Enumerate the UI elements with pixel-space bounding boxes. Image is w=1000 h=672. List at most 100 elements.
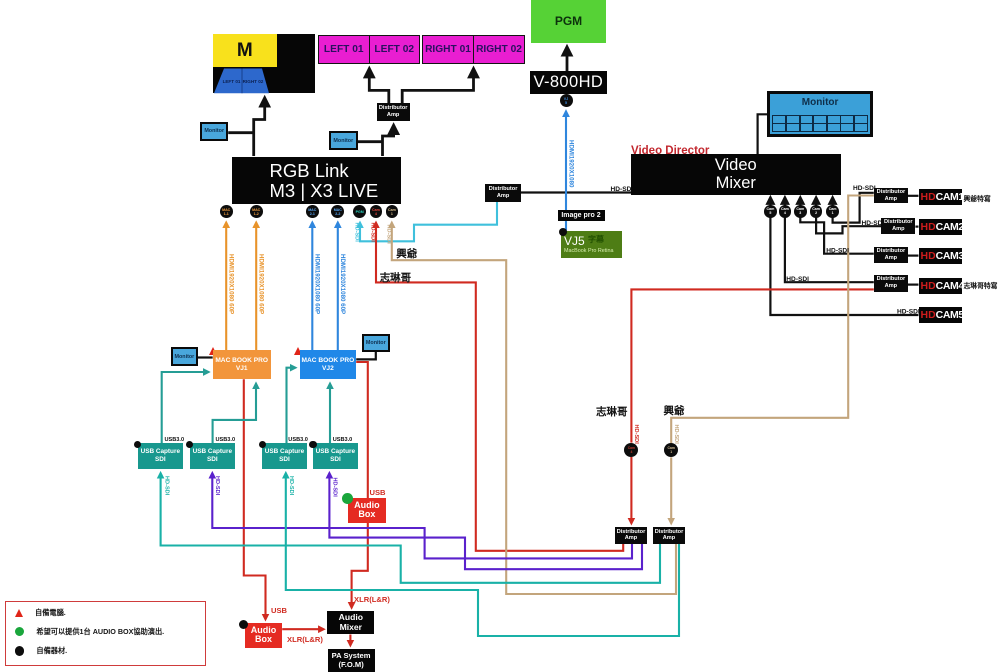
wire-usbcapture2-to-vj1 [211,381,260,444]
hdcam-hd: HD [920,280,936,293]
screen-right-01: RIGHT 01 [423,35,474,63]
usb-capture-line2: SDI [279,456,290,464]
wire-distamp-to-usbcapture2 [208,470,634,560]
vj5-macbook: VJ5 字幕 MacBook Pro Retina [561,230,623,259]
xing-feed-label: 興爺 [396,247,418,260]
hdcam-name: CAM1 [935,190,965,203]
amp-line2: Amp [892,226,905,233]
zhilin-camera-label: 志琳哥 [596,405,628,418]
wire-distamp-to-usbcapture4 [325,470,644,571]
wire-distamp-to-rgb-cam4-port [372,220,625,552]
label-hdmi-mac21: HDMI1920X1080 60P [314,254,321,314]
label-hdsdi-xing: HD-SDI [673,425,679,445]
port-line2: 2 [815,211,818,216]
wire-rgb-to-m-screen [252,94,272,156]
amp-line2: Amp [884,255,898,262]
v800hd-port-vj5: VJ 5 [559,94,573,108]
audio-box-2-dot [239,619,249,629]
label-hdmi-mac22: HDMI1920X1080 60P [339,254,346,314]
port-line1: Cam [372,207,380,212]
label-hdmi-mac11: HDMI1920X1080 60P [228,254,235,314]
hdcam-hd: HD [920,220,936,233]
vj1-line2: VJ1 [235,364,248,372]
usb-capture-2-dot [186,441,194,449]
amp-line1: Distributor [654,528,684,535]
video-mixer: Video Mixer [631,154,841,195]
legend-green-circle-icon [15,626,25,637]
audio-mixer-line1: Audio [338,612,363,623]
label-hdsdi-usb4: HD-SDI [332,478,338,498]
hdcam2: HD CAM2 [918,219,964,235]
wire-cam3-to-mixer [799,216,874,255]
amp-line2: Amp [662,535,676,542]
hdcam5: HD CAM5 [918,307,964,323]
camera-port-line1: Cam [667,446,675,451]
port-line1: MAC [252,207,261,212]
v800hd-port-line2: 5 [565,100,567,105]
usb-capture-3: USB Capture SDI [262,443,307,469]
legend-row-own-equipment: 自備器材. [15,646,67,656]
monitor-vj2-label: Monitor [365,340,386,347]
m-projection-left-label: LEFT 01 [223,79,241,84]
wire-rgb-to-dist-amp [381,122,401,156]
usb-capture-line1: USB Capture [140,447,180,455]
legend-red-triangle-icon [15,608,23,617]
hdcam4-note: 志琳哥特寫 [963,282,998,290]
port-line1: MAC [308,207,317,212]
usb-capture-line2: SDI [154,456,166,464]
audio-box-1: Audio Box [348,498,386,523]
audio-box-1-green-dot [342,493,354,504]
m-projection-right-label: RIGHT 02 [243,79,264,84]
hdcam-hd: HD [920,250,936,263]
port-line2: 1-1 [223,211,229,216]
zhilin-feed-label: 志琳哥 [379,271,412,284]
wire-cam5-to-mixer [769,216,919,317]
label-hdsdi-cam4-port: HD-SDI [370,223,376,243]
monitor-vj1: Monitor [170,347,199,367]
v800hd-label: V-800HD [533,73,604,92]
video-mixer-line2: Mixer [715,174,756,193]
vj5-name: VJ5 [564,234,585,249]
port-line1: MAC [333,207,342,212]
port-line1: Cam [766,207,775,212]
label-hdmi-v800: HDMI1920X1080 [567,140,574,188]
pgm-screen: PGM [531,0,606,43]
camera-port-line2: 1 [670,450,673,455]
label-hdsdi-cam1-port: HD-SDI [385,225,391,245]
usb-capture-line2: SDI [206,456,218,464]
image-pro-label: Image pro 2 [561,212,601,220]
port-line1: PGM [355,209,364,214]
wire-amp-to-right-screens [400,65,480,104]
port-line2: 1 [390,211,393,216]
wire-distamp-to-usbcapture1 [156,470,662,584]
audio-box-line2: Box [254,634,272,645]
wire-amp-to-left-screens [362,65,391,104]
legend-text-own-computer: 自備電腦. [35,607,66,617]
usb3-label-4: USB3.0 [332,437,353,444]
legend-text-audio-box: 希望可以提供1台 AUDIO BOX協助演出. [36,626,165,636]
audio-box-line1: Audio [250,624,277,635]
usb-capture-2: USB Capture SDI [189,443,235,469]
port-line1: Cam [812,207,820,212]
monitor-screens: Monitor [329,131,358,151]
vj2-line2: VJ2 [322,364,334,372]
vj1-macbook: MAC BOOK PRO VJ1 [212,350,271,380]
wire-xing-cam-to-amp1 [670,194,874,444]
amp-line1: Distributor [876,248,906,255]
wire-monitor4-to-vj2 [356,351,377,361]
audio-box-line1: Audio [354,499,380,510]
amp-line2: Amp [884,283,898,290]
port-line2: 3 [799,211,802,216]
label-hdsdi-hdcam5: HD-SDI [897,309,920,316]
hdcam-name: CAM3 [935,250,965,263]
amp-line2: Amp [624,535,638,542]
legend-row-audio-box: 希望可以提供1台 AUDIO BOX協助演出. [15,627,164,637]
pa-line1: PA System [331,651,371,661]
port-line2: 1-2 [253,211,259,216]
